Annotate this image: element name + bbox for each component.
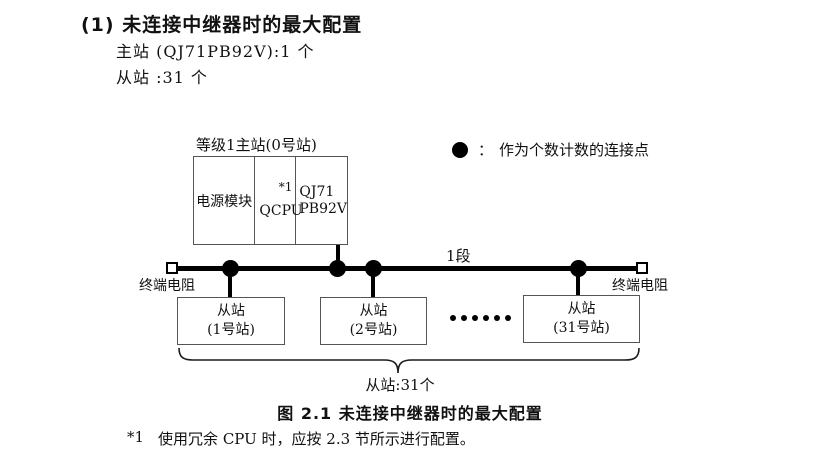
footnote: *1 使用冗余 CPU 时，应按 2.3 节所示进行配置。 [127,428,475,449]
section-title: (1) 未连接中继器时的最大配置 [81,14,363,36]
drop-line-slave2 [371,271,375,297]
slave1-line1: 从站 [217,303,245,320]
connection-dot-slave2 [365,260,382,277]
slave31-line1: 从站 [567,301,596,318]
terminating-resistor-right-label: 终端电阻 [612,278,668,294]
connection-dot-slave1 [222,260,239,277]
footnote-marker: *1 [127,428,145,446]
master-station-label: 等级1主站(0号站) [196,136,317,154]
ellipsis-dots-icon [450,315,511,321]
slave-count-text: 从站 :31 个 [116,68,208,87]
slave2-line1: 从站 [359,303,388,320]
figure-caption: 图 2.1 未连接中继器时的最大配置 [277,404,543,423]
footnote-text: 使用冗余 CPU 时，应按 2.3 节所示进行配置。 [158,430,475,448]
cpu-cell: *1 QCPU [255,157,303,244]
legend-separator: ： [478,141,494,159]
slave-station-box-1: 从站 (1号站) [177,297,285,345]
slaves-brace [178,347,640,374]
cpu-footnote-ref: *1 [278,180,293,194]
terminating-resistor-left-label: 终端电阻 [139,278,195,294]
connection-dot-master [329,260,346,277]
network-module-cell: QJ71 PB92V [296,157,347,244]
brace-label: 从站:31个 [365,376,435,394]
drop-line-master [336,245,340,266]
segment-label: 1段 [446,247,471,265]
cpu-label: QCPU [259,203,303,219]
connection-point-icon [452,141,468,158]
slave31-line2: (31号站) [553,320,610,336]
power-module-cell: 电源模块 [194,157,256,244]
master-station-box: 电源模块 *1 QCPU QJ71 PB92V [193,156,348,245]
master-count-text: 主站 (QJ71PB92V):1 个 [116,42,315,61]
slave-station-box-31: 从站 (31号站) [523,295,640,343]
legend-text: 作为个数计数的连接点 [499,141,650,159]
slave2-line2: (2号站) [349,322,398,338]
network-module-line2: PB92V [299,200,347,217]
slave1-line2: (1号站) [207,322,255,338]
drop-line-slave1 [228,271,232,297]
network-module-line1: QJ71 [299,184,335,201]
drop-line-slave31 [576,271,580,296]
terminating-resistor-right [636,262,648,274]
connection-dot-slave31 [570,260,587,277]
slave-station-box-2: 从站 (2号站) [320,297,427,345]
terminating-resistor-left [166,262,178,274]
legend: ： 作为个数计数的连接点 [452,139,649,160]
bus-line [172,266,642,271]
